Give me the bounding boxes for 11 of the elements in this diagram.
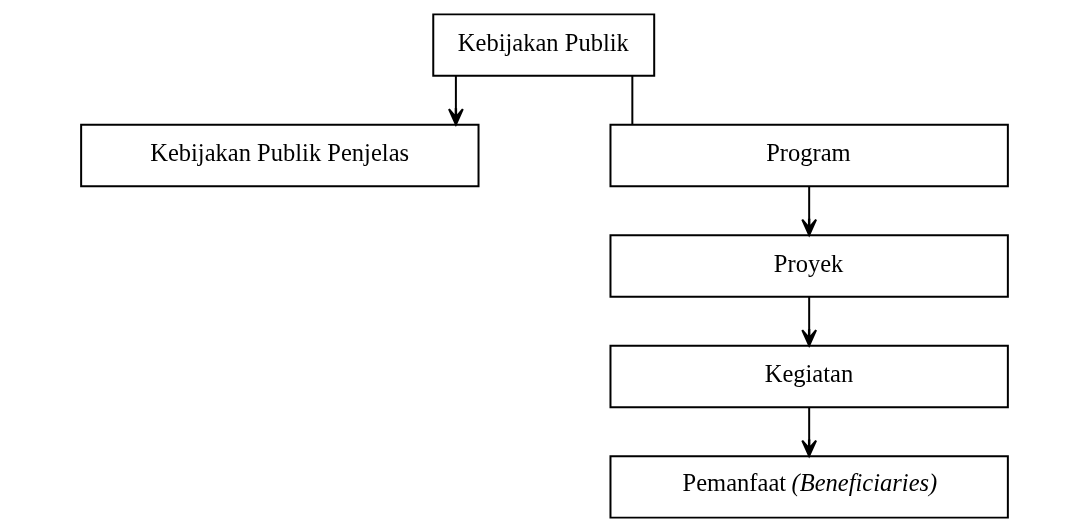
node-box: Kebijakan Publik — [432, 13, 656, 77]
arrow — [801, 185, 818, 236]
node-box: Kebijakan Publik Penjelas — [80, 123, 480, 188]
node-box: Proyek — [609, 234, 1009, 298]
node-box: Pemanfaat (Beneficiaries) — [609, 455, 1009, 519]
arrow — [801, 295, 818, 347]
connector — [631, 74, 634, 126]
arrow — [801, 406, 818, 457]
arrow — [448, 74, 464, 126]
node-box: Kegiatan — [609, 344, 1009, 409]
node-box: Program — [609, 123, 1009, 188]
